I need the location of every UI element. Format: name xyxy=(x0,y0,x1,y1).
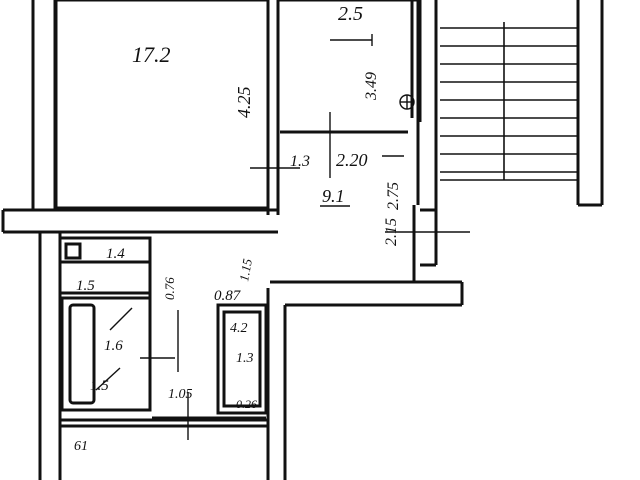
bath-a-label: 1.6 xyxy=(104,338,123,354)
stairs xyxy=(440,22,578,181)
room-area-label: 2.5 xyxy=(338,3,363,25)
wc-a-label: 4.2 xyxy=(230,321,248,336)
hall-door-label: 1.3 xyxy=(290,153,310,170)
living-height-label: 4.25 xyxy=(234,87,254,119)
passage-d-label: 1.05 xyxy=(168,387,193,402)
small-a-label: 0.26 xyxy=(236,397,257,411)
hall-width-label: 2.20 xyxy=(336,150,368,170)
hall-length-label: 2.75 xyxy=(385,182,402,210)
walls xyxy=(1,0,604,480)
living-area-label: 17.2 xyxy=(132,42,171,67)
room-height-label: 3.49 xyxy=(363,72,380,101)
closet-b-label: 1.5 xyxy=(76,278,95,294)
passage-a-label: 0.87 xyxy=(214,288,242,304)
bottom-room-label: 61 xyxy=(74,439,88,454)
closet-a-label: 1.4 xyxy=(106,246,125,262)
stair-gap-label: 2.15 xyxy=(383,218,400,246)
passage-c-label: 0.76 xyxy=(162,277,177,300)
passage-b-label: 1.15 xyxy=(236,257,255,283)
room-labels: 17.2 4.25 2.5 3.49 1.3 2.20 9.1 2.75 2.1… xyxy=(74,3,402,454)
wc-b-label: 1.3 xyxy=(236,351,254,366)
bath-b-label: 1.5 xyxy=(90,378,109,394)
dimension-ticks xyxy=(95,34,470,440)
hall-area-label: 9.1 xyxy=(322,186,345,206)
